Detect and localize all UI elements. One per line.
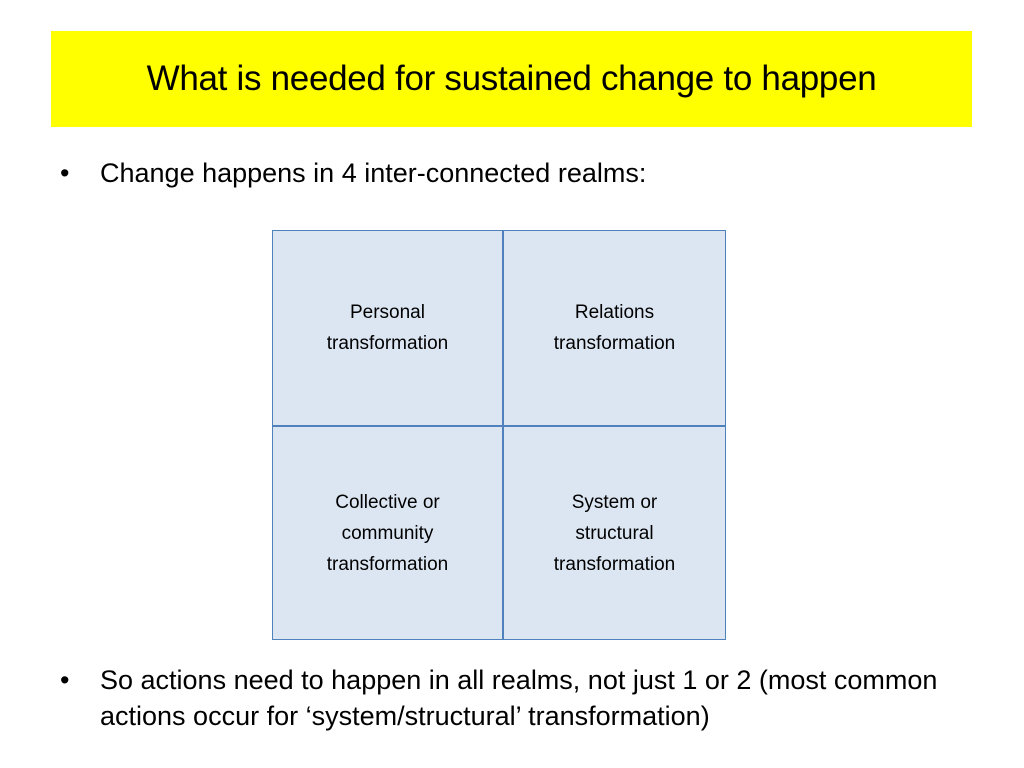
title-bar: What is needed for sustained change to h… bbox=[51, 31, 972, 127]
bullet-text: Change happens in 4 inter-connected real… bbox=[100, 158, 647, 188]
realm-relations: Relations transformation bbox=[503, 230, 726, 426]
bullet-icon: • bbox=[60, 665, 70, 695]
slide-title: What is needed for sustained change to h… bbox=[146, 59, 877, 98]
realms-grid: Personal transformation Relations transf… bbox=[272, 230, 726, 640]
realm-personal: Personal transformation bbox=[272, 230, 503, 426]
bullet-icon: • bbox=[60, 158, 70, 188]
realm-collective: Collective or community transformation bbox=[272, 426, 503, 640]
bullet-text: So actions need to happen in all realms,… bbox=[100, 665, 938, 731]
realm-system: System or structural transformation bbox=[503, 426, 726, 640]
bullet-item: • So actions need to happen in all realm… bbox=[60, 662, 960, 734]
bullet-item: • Change happens in 4 inter-connected re… bbox=[60, 155, 646, 191]
